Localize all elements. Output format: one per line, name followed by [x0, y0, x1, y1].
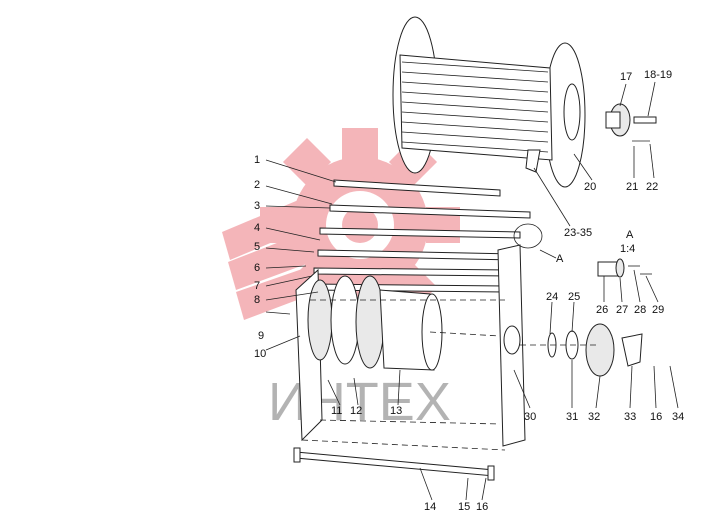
planetary-gearbox — [307, 275, 385, 369]
label-29: 29 — [652, 304, 664, 316]
hydraulic-motor-13 — [379, 289, 443, 371]
label-1: 1 — [254, 154, 260, 166]
label-4: 4 — [254, 222, 260, 234]
detail-a-parts — [597, 258, 652, 278]
label-32: 32 — [588, 411, 600, 423]
cable-drum — [392, 16, 586, 188]
label-5: 5 — [254, 241, 260, 253]
detail-a-callout-circle — [513, 223, 543, 249]
label-31: 31 — [566, 411, 578, 423]
label-10: 10 — [254, 348, 266, 360]
label-3: 3 — [254, 200, 260, 212]
detail-a-callout-label: A — [556, 253, 564, 265]
assembly-guide-lines — [301, 299, 600, 451]
base-rod-14 — [293, 447, 495, 481]
label-18-19: 18-19 — [644, 69, 672, 81]
detail-a-scale: 1:4 — [620, 243, 635, 255]
right-side-frame — [497, 244, 526, 447]
watermark-logo — [222, 128, 460, 322]
label-11: 11 — [331, 405, 342, 417]
label-30: 30 — [524, 411, 536, 423]
label-23-35: 23-35 — [564, 227, 592, 239]
label-26: 26 — [596, 304, 608, 316]
label-2: 2 — [254, 179, 260, 191]
label-20: 20 — [584, 181, 596, 193]
label-15: 15 — [458, 501, 470, 513]
label-22: 22 — [646, 181, 658, 193]
label-6: 6 — [254, 262, 260, 274]
label-8: 8 — [254, 294, 260, 306]
label-34: 34 — [672, 411, 684, 423]
label-14: 14 — [424, 501, 436, 513]
label-27: 27 — [616, 304, 628, 316]
label-16-right: 16 — [650, 411, 662, 423]
hub-assembly-17 — [605, 103, 657, 142]
label-7: 7 — [254, 280, 260, 292]
label-28: 28 — [634, 304, 646, 316]
label-12: 12 — [350, 405, 362, 417]
label-33: 33 — [624, 411, 636, 423]
bearing-and-coupling-parts — [547, 323, 643, 377]
label-21: 21 — [626, 181, 638, 193]
label-16-bottom: 16 — [476, 501, 488, 513]
tie-rods — [309, 179, 531, 293]
label-13: 13 — [390, 405, 402, 417]
label-17: 17 — [620, 71, 632, 83]
label-24: 24 — [546, 291, 558, 303]
detail-a-title: A — [626, 229, 634, 241]
watermark-text: ИНТЕХ — [268, 372, 451, 432]
label-25: 25 — [568, 291, 580, 303]
leader-lines — [265, 81, 679, 501]
label-9: 9 — [258, 330, 264, 342]
